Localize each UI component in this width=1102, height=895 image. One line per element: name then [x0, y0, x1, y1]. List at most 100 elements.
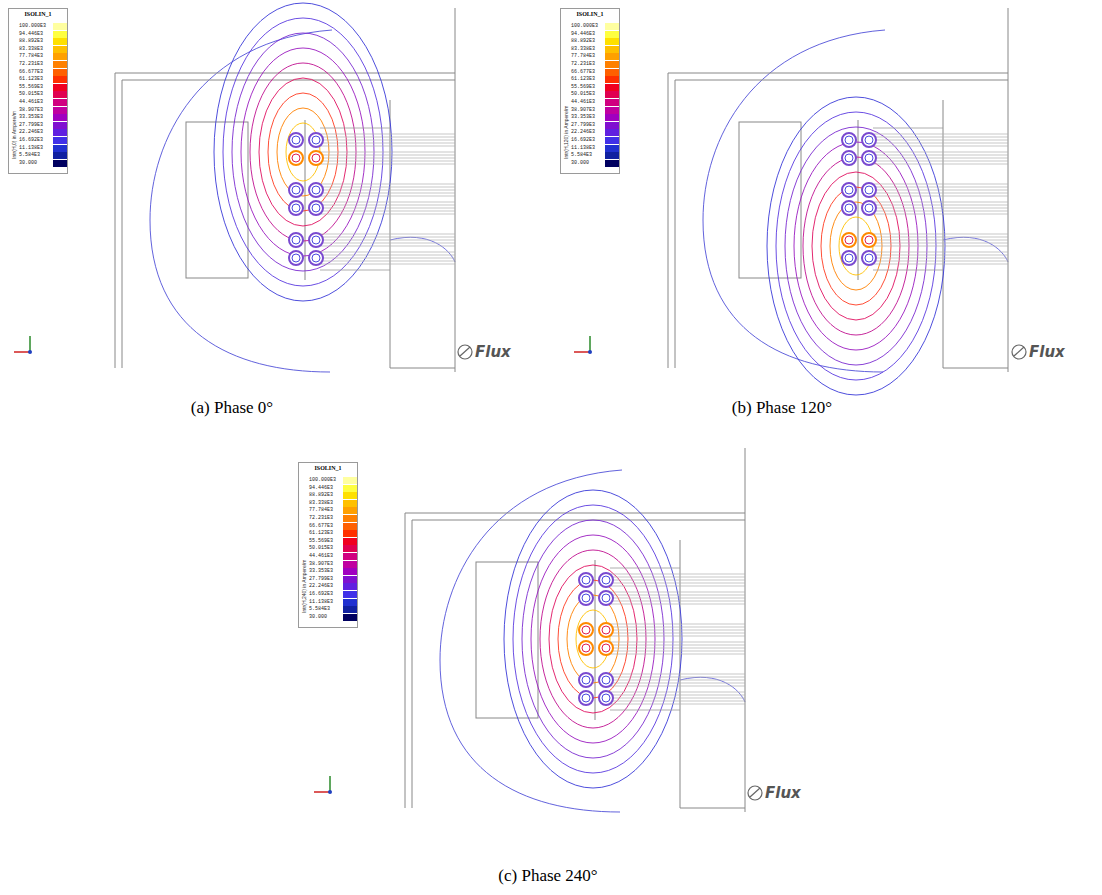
legend-value: 55.569E3 — [309, 538, 357, 545]
legend-row: 11.138E3 — [571, 145, 619, 152]
winding-stripe — [865, 234, 1008, 235]
legend-row: 38.907E3 — [571, 107, 619, 114]
legend-row: 88.892E3 — [309, 492, 357, 499]
legend-value: 33.353E3 — [309, 568, 357, 575]
winding-stripe — [312, 143, 455, 144]
axis-z — [588, 350, 592, 354]
legend-value: 55.569E3 — [19, 84, 67, 91]
winding-stripe — [865, 155, 1008, 156]
legend-swatch — [343, 576, 357, 583]
winding-stripe — [865, 240, 1008, 241]
legend-row: 100.000E3 — [19, 23, 67, 30]
conductor — [579, 691, 593, 705]
winding-stripe — [602, 592, 745, 593]
field-contour — [504, 490, 682, 788]
legend-row: 22.246E3 — [19, 129, 67, 136]
winding-stripe — [312, 243, 455, 244]
conductor — [862, 151, 876, 165]
winding-stripe — [602, 692, 745, 693]
winding-stripe — [602, 683, 745, 684]
logo-icon — [458, 345, 472, 359]
legend-row: 50.015E3 — [571, 91, 619, 98]
legend-row: 83.338E3 — [309, 500, 357, 507]
legend-row: 30.000 — [571, 160, 619, 167]
logo-icon — [750, 788, 760, 797]
winding-stripe — [312, 264, 455, 265]
axis-y — [329, 776, 331, 792]
winding-stripe — [312, 193, 455, 194]
legend-value: 27.799E3 — [19, 122, 67, 129]
field-contour — [567, 595, 619, 683]
legend-value: 88.892E3 — [571, 38, 619, 45]
conductor — [602, 644, 610, 652]
winding-stripe — [312, 246, 455, 247]
legend-swatch — [605, 114, 619, 121]
legend-swatch — [343, 492, 357, 499]
conductor — [289, 251, 303, 265]
legend-row: 22.246E3 — [309, 583, 357, 590]
field-contour — [513, 505, 673, 773]
legend-row: 66.677E3 — [19, 69, 67, 76]
conductor — [602, 576, 610, 584]
conductor — [862, 233, 876, 247]
legend-row: 83.338E3 — [19, 46, 67, 53]
winding-stripe — [602, 674, 745, 675]
winding-stripe — [865, 158, 1008, 159]
legend-value: 72.231E3 — [19, 61, 67, 68]
winding-stripe — [320, 128, 390, 270]
winding-stripe — [312, 208, 455, 209]
legend-swatch — [605, 38, 619, 45]
magnet-block — [476, 562, 538, 718]
frame-line — [675, 80, 1008, 368]
legend-row: 27.799E3 — [19, 122, 67, 129]
conductor — [312, 186, 320, 194]
winding-stripe — [312, 240, 455, 241]
field-contour — [830, 202, 882, 290]
conductor — [579, 641, 593, 655]
conductor — [865, 136, 873, 144]
winding-stripe — [312, 146, 455, 147]
legend-row: 94.446E3 — [19, 31, 67, 38]
axis-y — [29, 336, 31, 352]
legend-row: 77.784E3 — [309, 507, 357, 514]
field-contour — [531, 535, 655, 743]
legend-value: 94.446E3 — [309, 485, 357, 492]
legend-value: 5.584E3 — [309, 606, 357, 613]
conductor — [865, 254, 873, 262]
field-contour — [522, 520, 664, 758]
conductor — [579, 573, 593, 587]
winding-stripe — [602, 586, 745, 587]
legend-swatch — [53, 99, 67, 106]
winding-stripe — [602, 574, 745, 575]
legend-value: 22.246E3 — [571, 129, 619, 136]
conductor — [579, 623, 593, 637]
axis-x — [574, 351, 590, 353]
legend-row: 44.461E3 — [19, 99, 67, 106]
winding-stripe — [865, 134, 1008, 135]
conductor — [845, 254, 853, 262]
legend-value: 44.461E3 — [571, 99, 619, 106]
conductor — [602, 694, 610, 702]
legend-swatch — [343, 545, 357, 552]
winding-stripe — [312, 158, 455, 159]
subfigure-caption: (a) Phase 0° — [191, 398, 273, 418]
winding-stripe — [602, 580, 745, 581]
legend-swatch — [343, 530, 357, 537]
conductor — [292, 154, 300, 162]
legend-row: 50.015E3 — [309, 545, 357, 552]
legend-value: 72.231E3 — [571, 61, 619, 68]
coil-edge — [858, 120, 859, 280]
winding-stripe — [602, 651, 745, 652]
winding-stripe — [602, 698, 745, 699]
winding-stripe — [312, 155, 455, 156]
logo-icon — [460, 347, 470, 356]
legend-value: 100.000E3 — [19, 23, 67, 30]
winding-stripe — [312, 255, 455, 256]
conductor — [862, 251, 876, 265]
winding-stripe — [602, 577, 745, 578]
legend-value: 83.338E3 — [19, 46, 67, 53]
legend-swatch — [53, 145, 67, 152]
axis-x — [14, 351, 30, 353]
legend-row: 61.123E3 — [309, 530, 357, 537]
legend-row: 5.584E3 — [19, 152, 67, 159]
